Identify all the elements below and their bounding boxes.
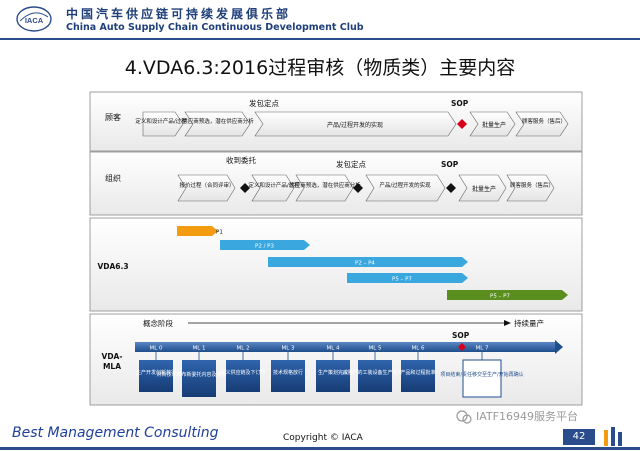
vda63-bar-p2p3-label: P2 / P3 [255, 244, 274, 250]
customer-step-shape-5 [515, 111, 569, 137]
ml-box-1 [182, 360, 216, 397]
org-step-shape-5 [458, 174, 507, 202]
org-step-5: 批量生产 [472, 185, 496, 193]
customer-step-shape-4 [469, 111, 516, 137]
ml-box-4 [316, 360, 350, 392]
ml-box-4-text: 生产策划完成 [318, 369, 348, 376]
vda63-bar-p1 [177, 226, 218, 236]
customer-sop-diamond [457, 119, 467, 129]
org-sop-diamond [446, 183, 456, 193]
customer-step-4: 批量生产 [482, 121, 506, 129]
ml-6-label: ML 6 [411, 346, 425, 352]
ml-box-6-text: 产品和过程批准 [400, 369, 435, 376]
org-step-4: 产品/过程开发的实现 [379, 181, 431, 189]
customer-step-2: 供应商预选，潜在供应商分析 [182, 117, 254, 125]
vda63-bar-p1-label: P1 [216, 230, 223, 236]
org-step-shape-2 [251, 174, 295, 202]
org-order-diamond [240, 183, 250, 193]
customer-step-5: 顾客服务（售后） [522, 117, 566, 125]
customer-step-shape-3 [254, 111, 457, 137]
ml-box-7-text: 项目结束/责任移交至生产/开始再确认 [440, 371, 523, 378]
logo-text: IACA [25, 16, 44, 25]
ml-7-label: ML 7 [475, 346, 489, 352]
footer-copyright: Copyright © IACA [283, 433, 363, 443]
ml-box-0 [139, 360, 173, 392]
customer-step-shape-1 [142, 111, 184, 137]
org-milestone-sop: SOP [441, 160, 459, 169]
vda63-row-label: VDA6.3 [97, 262, 128, 271]
vda63-bar-p5p7-a-label: P5 – P7 [392, 277, 412, 283]
org-step-shape-1 [177, 174, 236, 202]
ml-box-5-text: 从量产的工装设备生产出产品 [342, 369, 407, 376]
ml-box-2-text: 定义供应链及下订单 [220, 369, 265, 376]
wechat-icon [456, 410, 472, 424]
header-rule [0, 38, 640, 40]
ml-box-6 [401, 360, 435, 392]
vdamla-band-arrowhead [555, 340, 563, 354]
ml-box-1-text: 对新技术发布新委托内容及要求的管理 [156, 371, 241, 378]
ml-box-7 [462, 359, 502, 398]
page-number: 42 [563, 429, 595, 445]
ml-box-2 [226, 360, 260, 392]
org-milestone-award: 发包定点 [336, 159, 366, 169]
customer-step-shape-2 [184, 111, 251, 137]
vdamla-sop-diamond [458, 343, 466, 351]
footer-company: Best Management Consulting [12, 425, 219, 441]
page-header: IACA 中国汽车供应链可持续发展俱乐部 China Auto Supply C… [0, 0, 640, 40]
org-step-1: 报价过程（合同评审） [179, 181, 234, 189]
footer-rule [0, 447, 640, 450]
org-step-2: 定义和设计产品/过程 [248, 181, 300, 189]
vdamla-milestone-band [135, 342, 555, 352]
club-name-en: China Auto Supply Chain Continuous Devel… [66, 22, 364, 33]
ml-connectors [155, 352, 483, 360]
vda63-bar-p5p7-b-label: P5 – P7 [490, 294, 510, 300]
vda63-bar-p2p4 [268, 257, 468, 267]
customer-row-label: 顾客 [105, 112, 121, 122]
ml-2-label: ML 2 [236, 346, 249, 352]
ml-0-label: ML 0 [149, 346, 163, 352]
ml-5-label: ML 5 [368, 346, 382, 352]
vda63-bar-p5p7-b [447, 290, 568, 300]
customer-step-1: 定义和设计产品/过程 [135, 117, 187, 125]
vdamla-phase-arrowhead [504, 320, 511, 326]
vdamla-phase-end: 持续量产 [514, 318, 544, 328]
org-row-label: 组织 [105, 173, 121, 183]
watermark: IATF16949服务平台 [456, 408, 631, 426]
slide-title: 4.VDA6.3:2016过程审核（物质类）主要内容 [124, 57, 516, 79]
page-bars-icon [604, 427, 622, 446]
org-milestone-order: 收到委托 [226, 155, 256, 165]
org-step-shape-4 [365, 174, 446, 202]
org-step-3: 供应商预选，潜在供应商分析 [289, 181, 361, 189]
ml-3-label: ML 3 [281, 346, 295, 352]
vdamla-phase-start: 概念阶段 [143, 318, 173, 328]
vdamla-row-label-1: VDA- [102, 352, 123, 361]
org-award-diamond [353, 183, 363, 193]
ml-box-3 [271, 360, 305, 392]
customer-step-3: 产品/过程开发的实现 [327, 121, 383, 129]
vdamla-sop-label: SOP [452, 331, 470, 340]
ml-4-label: ML 4 [326, 346, 340, 352]
iaca-logo: IACA [16, 6, 52, 32]
vdamla-row-label-2: MLA [103, 362, 121, 371]
ml-box-0-text: 生产开发创新放行 [136, 369, 176, 376]
vda63-bar-p5p7-a [347, 273, 468, 283]
ml-box-3-text: 技术规格放行 [273, 369, 303, 376]
org-step-shape-3 [295, 174, 354, 202]
ml-labels: ML 0 ML 1 ML 2 ML 3 ML 4 ML 5 ML 6 ML 7 [149, 346, 489, 352]
watermark-text: IATF16949服务平台 [476, 410, 578, 423]
org-step-6: 顾客服务（售后） [510, 181, 554, 189]
customer-milestone-sop: SOP [451, 99, 469, 108]
ml-1-label: ML 1 [192, 346, 205, 352]
customer-milestone-award: 发包定点 [249, 98, 279, 108]
ml-box-5 [358, 360, 392, 392]
vda63-bar-p2p4-label: P2 – P4 [355, 261, 375, 267]
vda63-bar-p2p3 [220, 240, 310, 250]
club-name-cn: 中国汽车供应链可持续发展俱乐部 [66, 7, 292, 21]
org-step-shape-6 [506, 174, 555, 202]
